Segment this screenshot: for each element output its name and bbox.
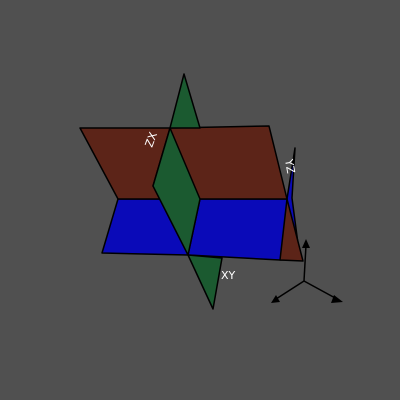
- zx-plane-lower-flap: [279, 198, 304, 262]
- zx-plane: [79, 125, 304, 262]
- gizmo-right-arrowhead: [331, 295, 343, 303]
- zx-plane-label: ZX: [143, 130, 161, 149]
- gizmo-right-axis: [303, 280, 338, 300]
- gizmo-up-arrowhead: [302, 239, 310, 248]
- orientation-gizmo[interactable]: [271, 239, 343, 303]
- xy-plane: [152, 73, 223, 310]
- yz-plane-label: YZ: [282, 157, 298, 175]
- gizmo-left-axis: [275, 280, 305, 300]
- gizmo-up-axis: [303, 244, 307, 282]
- xy-plane-lower: [187, 254, 223, 310]
- xy-plane-upper: [169, 73, 201, 129]
- xy-plane-label: XY: [221, 269, 236, 282]
- gizmo-left-arrowhead: [271, 295, 280, 303]
